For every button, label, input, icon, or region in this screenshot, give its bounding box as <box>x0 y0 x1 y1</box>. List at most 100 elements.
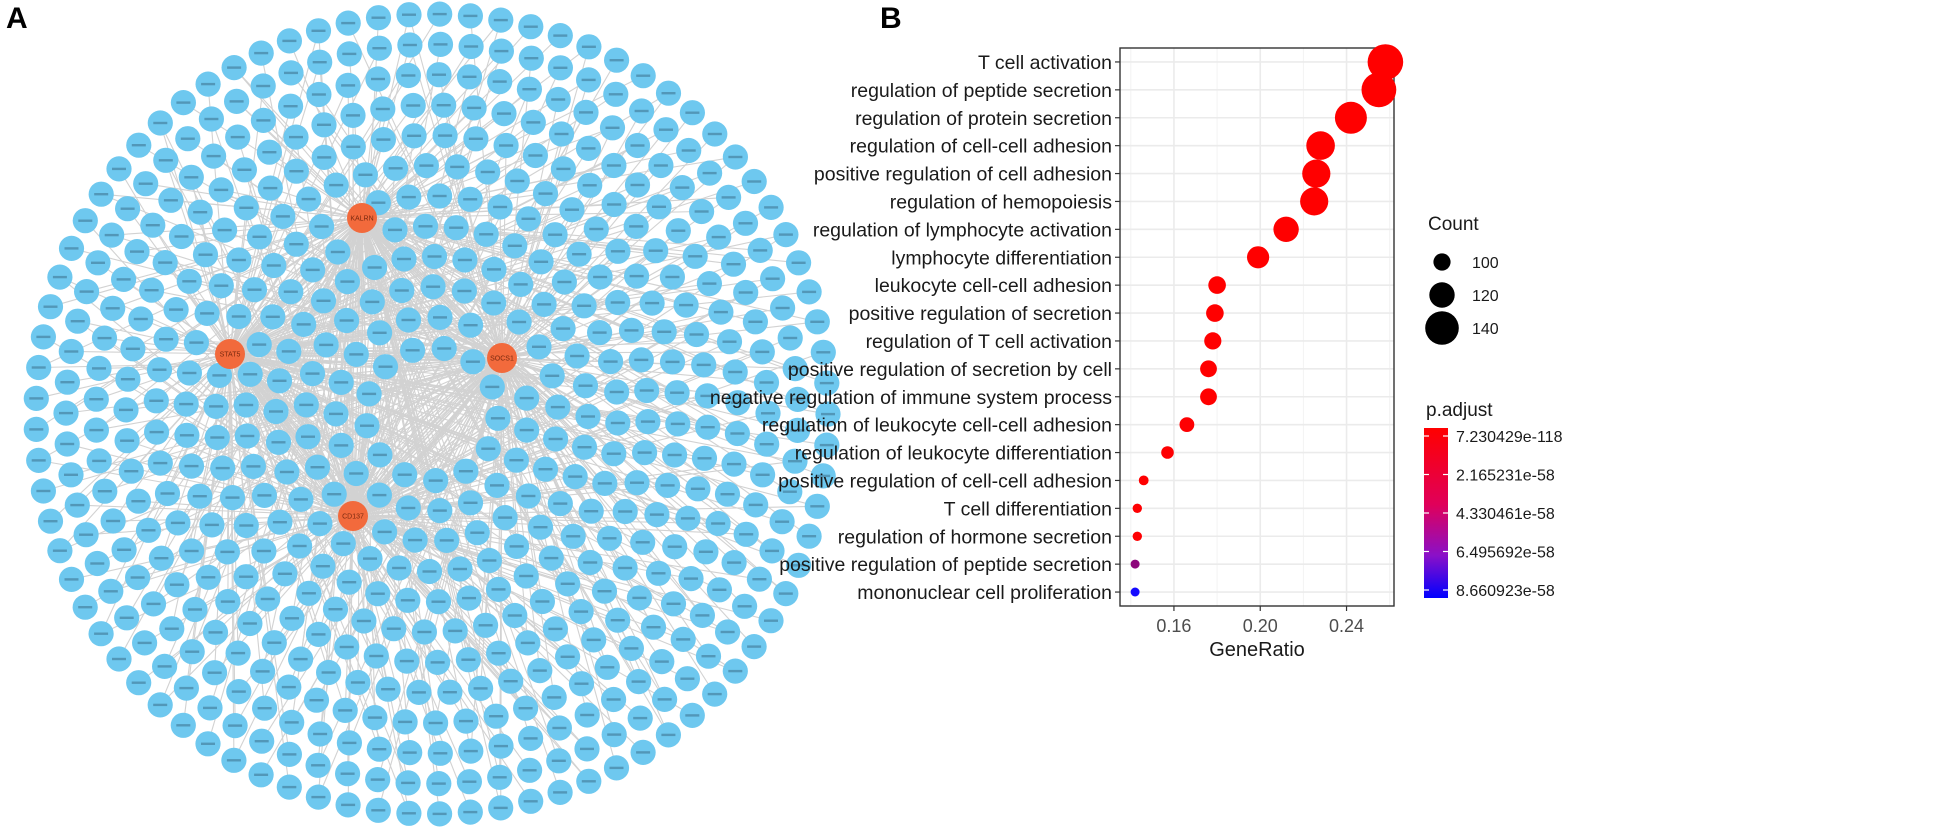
gene-node-label <box>342 581 357 584</box>
gene-node-label <box>636 751 651 754</box>
gene-node-label <box>524 57 539 60</box>
network-edge <box>352 515 395 629</box>
gene-node-label <box>252 343 267 346</box>
gene-node-label <box>635 541 650 544</box>
gene-node-label <box>572 253 587 256</box>
gene-node-label <box>341 803 356 807</box>
gene-node-label <box>526 121 541 124</box>
gene-node-label <box>463 198 478 201</box>
gene-node-label <box>648 249 663 252</box>
gene-node-label <box>491 588 506 591</box>
gene-node-label <box>104 233 119 237</box>
hub-node-label: SOCS1 <box>490 356 514 363</box>
gene-node-label <box>277 572 292 575</box>
hub-node-label: CD137 <box>342 514 364 521</box>
gene-node-label <box>783 336 798 340</box>
gene-node-label <box>728 155 743 159</box>
gene-node-label <box>610 301 625 304</box>
gene-node-label <box>97 490 112 493</box>
gene-node-label <box>534 260 549 263</box>
gene-node-label <box>485 385 500 389</box>
gene-node-label <box>309 699 324 702</box>
gene-node-label <box>311 764 326 767</box>
gene-node-label <box>696 363 711 367</box>
colorbar-label: 4.330461e-58 <box>1456 506 1555 523</box>
gene-node-label <box>133 317 148 321</box>
gene-node-label <box>119 616 134 619</box>
gene-node-label <box>120 378 135 381</box>
gene-node-label <box>764 206 779 209</box>
gene-node-label <box>607 733 622 736</box>
gene-node-label <box>810 320 825 323</box>
gene-node-label <box>349 472 364 475</box>
data-point <box>1161 446 1174 459</box>
network-edge <box>501 357 529 643</box>
gene-node-label <box>755 473 770 476</box>
gene-node-label <box>607 203 622 206</box>
network-edge <box>317 357 503 766</box>
gene-node-label <box>462 75 477 78</box>
gene-node-label <box>163 199 178 202</box>
gene-node-label <box>305 268 320 272</box>
gene-node-label <box>493 205 508 209</box>
gene-node-label <box>36 335 51 339</box>
y-tick-label: regulation of T cell activation <box>866 331 1112 353</box>
gene-node-label <box>618 510 633 513</box>
gene-node-label <box>581 780 596 783</box>
gene-node-label <box>407 134 422 137</box>
gene-node-label <box>284 721 299 724</box>
gene-node-label <box>275 215 290 218</box>
gene-node-label <box>586 638 601 642</box>
gene-node-label <box>702 282 717 285</box>
gene-node-label <box>550 405 565 409</box>
gene-node-label <box>394 289 409 292</box>
gene-node-label <box>609 766 624 770</box>
hub-node-circle <box>487 343 517 373</box>
gene-node-label <box>207 671 222 674</box>
gene-node-label <box>64 578 79 581</box>
gene-node-label <box>492 80 507 83</box>
gene-node-label <box>402 751 417 754</box>
gene-node-label <box>523 737 538 740</box>
network-edge <box>357 217 363 683</box>
plot-border <box>1119 47 1395 607</box>
hub-node-circle <box>347 203 377 233</box>
gene-node-label <box>301 435 315 438</box>
gene-node-label <box>260 597 275 601</box>
gene-node-label <box>652 205 666 208</box>
gene-node-label <box>246 465 261 468</box>
network-edge <box>501 281 565 359</box>
gene-node-label <box>609 59 624 62</box>
gene-node-label <box>665 360 680 364</box>
gene-node-label <box>553 502 568 505</box>
gene-node-label <box>463 810 478 814</box>
gene-node-label <box>432 812 447 816</box>
gene-node-label <box>497 112 511 115</box>
gene-node-label <box>321 671 336 674</box>
network-edge <box>352 515 478 534</box>
count-legend-dot <box>1425 311 1459 345</box>
gene-node-label <box>593 275 608 279</box>
gene-node-label <box>336 542 351 545</box>
gene-node-label <box>153 461 168 465</box>
gene-node-label <box>486 301 501 305</box>
gene-node-label <box>700 394 715 398</box>
network-edge <box>361 217 489 449</box>
gene-node-label <box>459 719 473 723</box>
gene-node-label <box>243 373 258 376</box>
gene-node-label <box>252 235 267 238</box>
gene-node-label <box>519 428 534 432</box>
network-edge <box>352 515 377 657</box>
gene-node-label <box>257 707 272 710</box>
network-edge <box>96 357 503 431</box>
data-point <box>1306 131 1335 160</box>
gene-node-label <box>231 651 246 655</box>
gene-node-label <box>775 520 790 523</box>
gene-node-label <box>651 572 666 575</box>
gene-node-label <box>685 714 700 717</box>
network-edge <box>372 301 503 359</box>
gene-node-label <box>457 289 472 293</box>
network-edge <box>229 333 697 355</box>
